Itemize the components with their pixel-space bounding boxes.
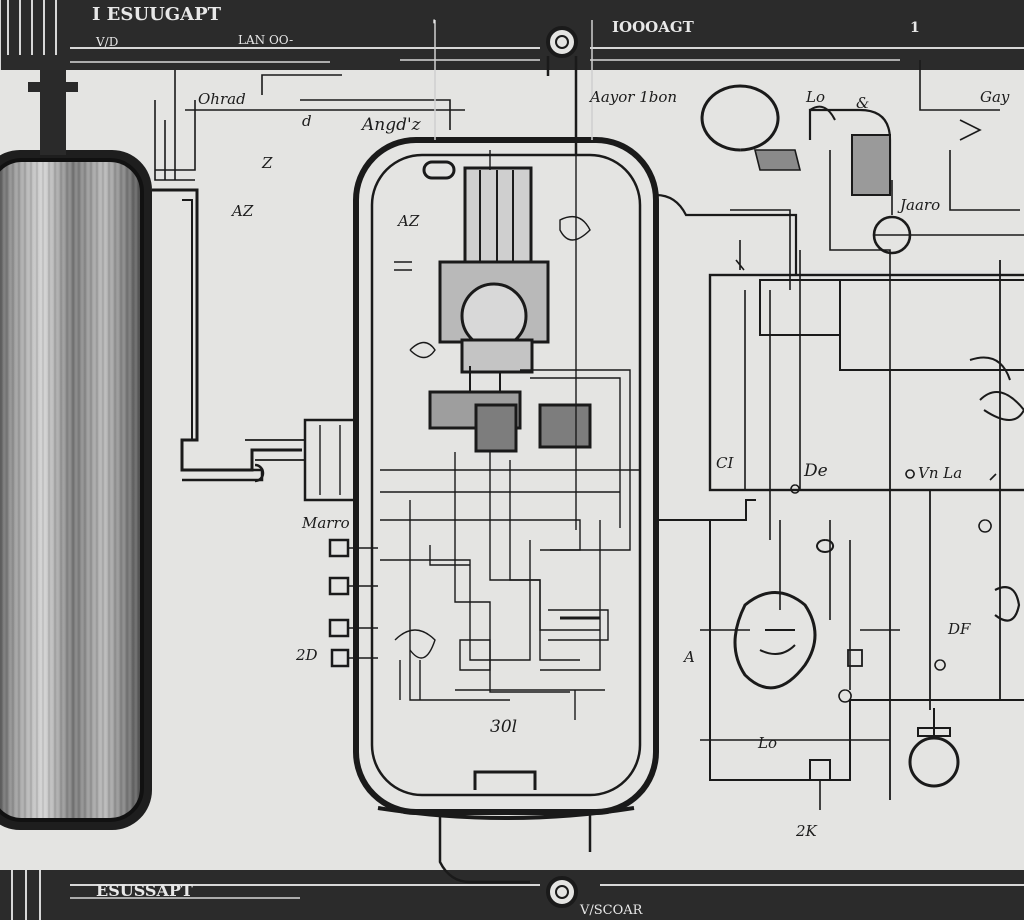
left-relays bbox=[328, 538, 378, 668]
label-right-lower-c: Lo bbox=[757, 734, 777, 752]
header-right-mark: 1 bbox=[910, 20, 920, 36]
label-mid-left-b: 2D bbox=[295, 646, 318, 664]
header-center-title: IOOOAGT bbox=[612, 18, 695, 36]
label-left-b: Z bbox=[261, 154, 273, 172]
label-top-cluster-c: d bbox=[302, 112, 312, 130]
label-top-cluster-a: Ohrad bbox=[198, 90, 246, 108]
label-top-right-a: Lo bbox=[805, 88, 825, 106]
label-top-right-c: Gay bbox=[980, 88, 1010, 106]
header-left-sub-b: LAN OO- bbox=[238, 33, 293, 47]
label-right-lower-b: A bbox=[682, 648, 695, 666]
label-right-mid: Jaaro bbox=[897, 196, 940, 214]
label-top-right-b: & bbox=[856, 94, 869, 112]
right-circuitry bbox=[655, 60, 1024, 810]
left-cylinder-tank bbox=[0, 70, 152, 830]
footer-center: V/SCOAR bbox=[579, 903, 644, 918]
top-connectors bbox=[434, 20, 593, 908]
header-center-mark: ' bbox=[432, 18, 436, 34]
label-mid-right-b: De bbox=[803, 461, 828, 481]
header-text: I ESUUGAPT V/D LAN OO- IOOOAGT ' 1 bbox=[92, 4, 920, 49]
header-rules bbox=[0, 0, 1024, 70]
label-left-a: AZ bbox=[230, 202, 254, 220]
label-mid-right-a: CI bbox=[716, 454, 734, 472]
footer-text: ESUSSAPT V/SCOAR bbox=[96, 881, 644, 918]
header-left-sub-a: V/D bbox=[95, 35, 118, 49]
label-center-b: 30l bbox=[490, 717, 517, 737]
footer-rules bbox=[11, 870, 1024, 920]
footer-left: ESUSSAPT bbox=[96, 881, 193, 900]
header-left-title: I ESUUGAPT bbox=[92, 4, 222, 25]
left-piping bbox=[152, 70, 465, 502]
label-top-cluster-b: Angd'z bbox=[360, 115, 422, 135]
label-bottom-center: 2K bbox=[795, 822, 818, 840]
label-center-a: AZ bbox=[396, 212, 420, 230]
piston-assembly bbox=[428, 166, 592, 453]
label-mid-left-a: Marro bbox=[301, 514, 350, 532]
label-top-center: Aayor 1bon bbox=[588, 88, 677, 106]
diagram-labels: Ohrad Angd'z d Aayor 1bon Lo & Gay Jaaro… bbox=[198, 88, 1010, 840]
label-right-lower-a: DF bbox=[947, 620, 971, 638]
label-mid-right-c: Vn La bbox=[918, 464, 962, 482]
central-wiring bbox=[380, 150, 640, 720]
